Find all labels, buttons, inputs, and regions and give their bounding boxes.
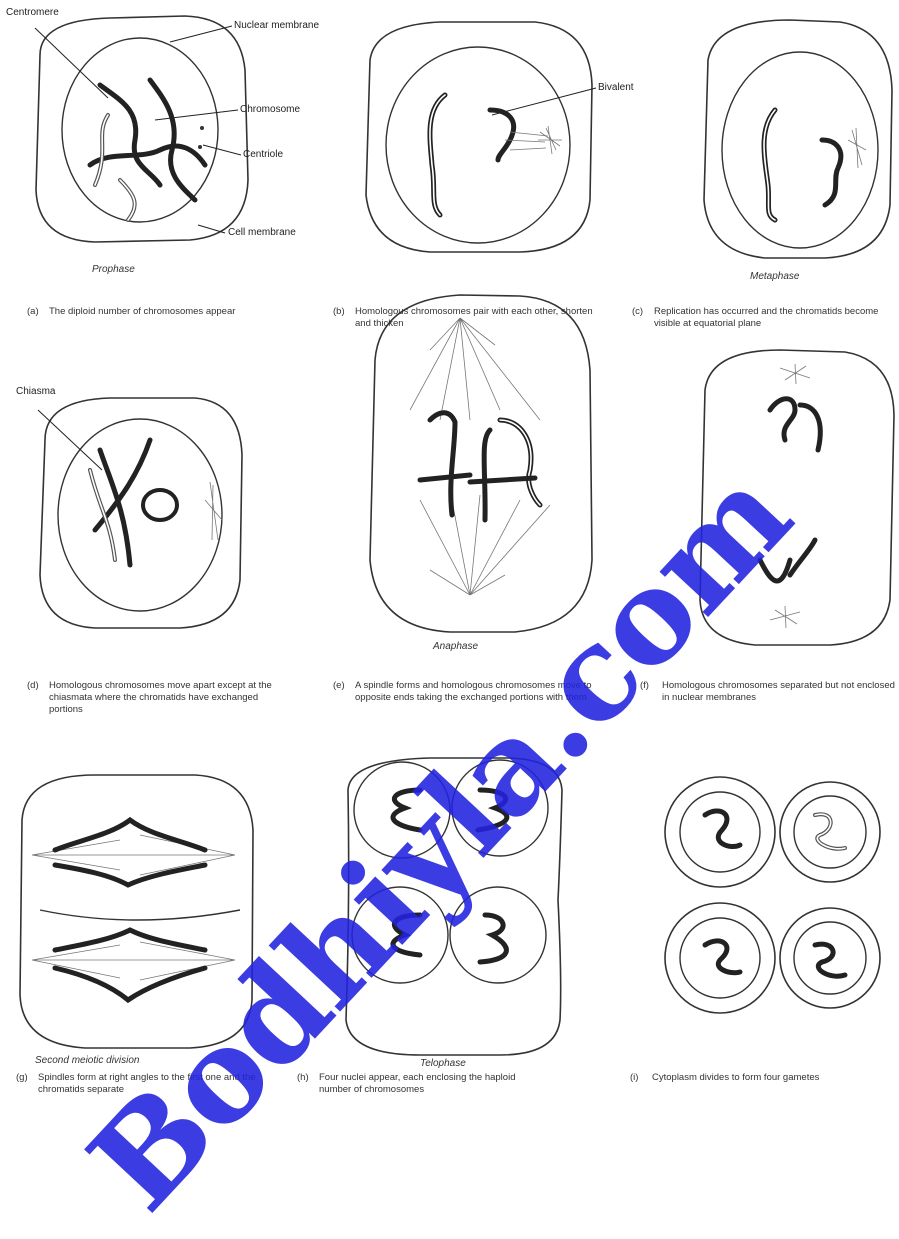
- cell-a: [35, 16, 248, 242]
- caption-text: Homologous chromosomes move apart except…: [27, 680, 282, 716]
- caption-tag: (c): [632, 306, 643, 318]
- caption-text: Cytoplasm divides to form four gametes: [630, 1072, 890, 1084]
- label-nuclear-membrane: Nuclear membrane: [234, 20, 319, 32]
- label-cell-membrane: Cell membrane: [228, 227, 296, 239]
- cell-e: [370, 295, 592, 632]
- caption-tag: (a): [27, 306, 39, 318]
- caption-text: Replication has occurred and the chromat…: [632, 306, 894, 330]
- caption-text: Four nuclei appear, each enclosing the h…: [297, 1072, 537, 1096]
- cell-i: [665, 777, 880, 1013]
- cell-d: [38, 398, 242, 628]
- caption-tag: (i): [630, 1072, 638, 1084]
- caption-tag: (e): [333, 680, 345, 692]
- label-centromere: Centromere: [6, 7, 59, 19]
- stage-anaphase: Anaphase: [433, 641, 478, 652]
- label-bivalent: Bivalent: [598, 82, 634, 94]
- caption-text: Homologous chromosomes pair with each ot…: [333, 306, 595, 330]
- cell-c: [704, 20, 892, 258]
- caption-tag: (b): [333, 306, 345, 318]
- caption-a: (a) The diploid number of chromosomes ap…: [27, 306, 277, 318]
- stage-telophase: Telophase: [420, 1058, 466, 1069]
- caption-text: The diploid number of chromosomes appear: [27, 306, 277, 318]
- caption-i: (i) Cytoplasm divides to form four gamet…: [630, 1072, 890, 1084]
- caption-b: (b) Homologous chromosomes pair with eac…: [333, 306, 595, 330]
- caption-h: (h) Four nuclei appear, each enclosing t…: [297, 1072, 537, 1096]
- caption-tag: (d): [27, 680, 39, 692]
- caption-tag: (g): [16, 1072, 28, 1084]
- label-centriole: Centriole: [243, 149, 283, 161]
- caption-d: (d) Homologous chromosomes move apart ex…: [27, 680, 282, 716]
- label-chromosome: Chromosome: [240, 104, 300, 116]
- cell-b: [366, 22, 596, 252]
- label-chiasma: Chiasma: [16, 386, 55, 398]
- stage-second-meiotic: Second meiotic division: [35, 1055, 140, 1066]
- caption-c: (c) Replication has occurred and the chr…: [632, 306, 894, 330]
- stage-metaphase: Metaphase: [750, 271, 799, 282]
- stage-prophase: Prophase: [92, 264, 135, 275]
